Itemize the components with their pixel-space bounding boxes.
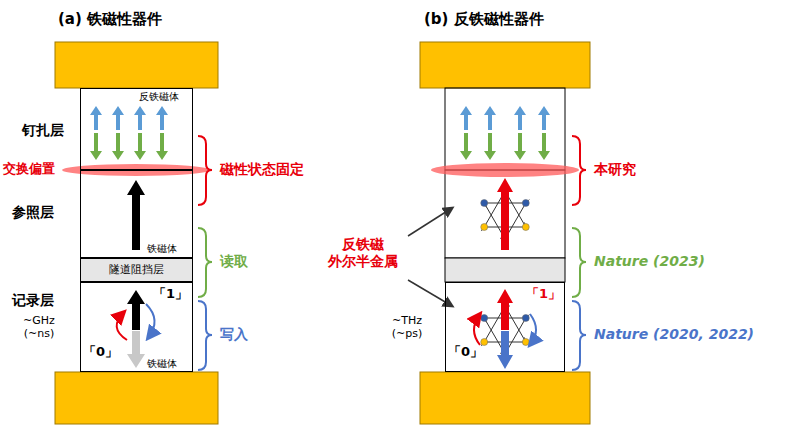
layer-text: 反铁磁体 — [139, 91, 179, 103]
record-up-arrow — [127, 290, 145, 330]
reference-layer: 铁磁体 — [80, 170, 193, 258]
record-up-arrow — [497, 289, 513, 330]
spin-up — [484, 106, 496, 130]
pinning-spins — [460, 106, 550, 160]
record-down-arrow — [497, 331, 513, 369]
brace — [572, 301, 586, 370]
record-layer: 「1」「0」 — [445, 282, 565, 372]
pinning-spins — [90, 106, 168, 160]
brace — [198, 228, 212, 297]
atom — [481, 315, 488, 322]
layer-text: 隧道阻挡层 — [109, 264, 164, 277]
spin-up — [134, 106, 146, 130]
layer-name: 钉扎层 — [22, 122, 64, 139]
pinning-layer — [445, 88, 565, 170]
top-electrode — [55, 42, 218, 88]
layer-name: 交换偏置 — [3, 161, 55, 177]
bracket-label: 写入 — [220, 326, 248, 343]
reference-layer — [445, 170, 565, 258]
frequency-note: ~GHz (~ns) — [16, 314, 62, 340]
atom — [481, 200, 488, 207]
layer-text: 「1」 — [153, 287, 188, 302]
spin-up — [90, 106, 102, 130]
spin-up — [460, 106, 472, 130]
brace — [198, 136, 212, 205]
tunnel-barrier — [445, 258, 565, 282]
brace — [572, 228, 586, 297]
record-layer: 「1」「0」铁磁体 — [80, 282, 193, 372]
bottom-electrode — [420, 372, 590, 424]
switch-arrow-blue — [530, 314, 536, 345]
switch-arrow-red — [474, 314, 480, 345]
spin-up — [514, 106, 526, 130]
switch-arrow-red — [117, 312, 127, 340]
tunnel-barrier: 隧道阻挡层 — [80, 258, 193, 282]
layer-name: 记录层 — [12, 292, 54, 309]
brace — [198, 301, 212, 370]
spin-up — [538, 106, 550, 130]
atom — [522, 224, 529, 231]
bracket-label: 本研究 — [594, 161, 636, 178]
frequency-note: ~THz (~ps) — [384, 314, 430, 340]
atom — [522, 339, 529, 346]
atom — [481, 224, 488, 231]
pinning-layer: 反铁磁体 — [80, 88, 193, 170]
atom — [522, 200, 529, 207]
bracket-label: Nature (2020, 2022) — [594, 326, 754, 343]
brace — [572, 136, 586, 205]
layer-name: 参照层 — [12, 204, 54, 221]
layer-text: 「0」 — [83, 345, 118, 360]
bracket-label: 读取 — [220, 253, 248, 270]
reference-magnet-arrow — [127, 180, 145, 250]
spin-up — [156, 106, 168, 130]
bottom-electrode — [55, 372, 218, 424]
panel-title: (a) 铁磁性器件 — [58, 10, 162, 28]
bracket-label: Nature (2023) — [594, 253, 705, 270]
layer-text: 「0」 — [448, 345, 483, 360]
spin-up — [112, 106, 124, 130]
switch-arrow-blue — [146, 304, 155, 338]
layer-text: 铁磁体 — [147, 243, 177, 255]
material-label: 反铁磁 外尔半金属 — [318, 236, 408, 270]
layer-text: 铁磁体 — [147, 358, 177, 370]
spin-down — [484, 133, 496, 160]
spin-down — [538, 133, 550, 160]
layer-text: 「1」 — [526, 287, 561, 302]
spin-down — [134, 133, 146, 160]
leader-arrow — [408, 208, 452, 236]
reference-magnet-arrow — [497, 178, 513, 250]
bracket-label: 磁性状态固定 — [220, 161, 304, 178]
top-electrode — [420, 42, 590, 88]
atom — [522, 315, 529, 322]
panel-title: (b) 反铁磁性器件 — [424, 10, 544, 28]
spin-down — [112, 133, 124, 160]
spin-down — [460, 133, 472, 160]
spin-down — [514, 133, 526, 160]
record-down-arrow — [127, 331, 145, 368]
spin-down — [90, 133, 102, 160]
spin-down — [156, 133, 168, 160]
exchange-bias-band — [431, 163, 579, 177]
